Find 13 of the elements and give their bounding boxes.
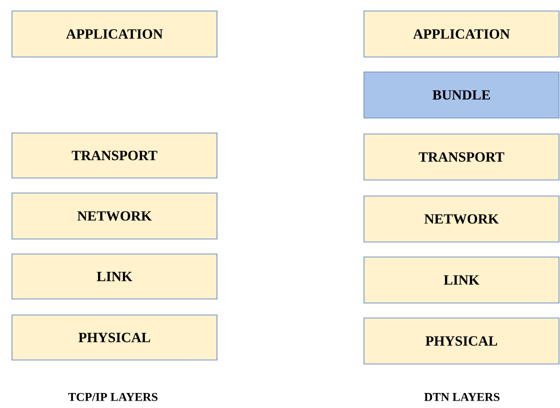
caption: TCP/IP LAYERS [68, 392, 158, 402]
layer-box: LINK [12, 254, 218, 300]
layer-box: PHYSICAL [364, 318, 560, 364]
layer-box: BUNDLE [364, 72, 560, 118]
layer-box: APPLICATION [12, 10, 218, 58]
layer-box: TRANSPORT [12, 132, 218, 178]
layer-box: TRANSPORT [364, 134, 560, 180]
layer-box: NETWORK [364, 196, 560, 242]
layer-box: NETWORK [12, 192, 218, 240]
layer-box: PHYSICAL [12, 314, 218, 360]
layer-box: APPLICATION [364, 10, 560, 58]
caption: DTN LAYERS [424, 392, 500, 402]
layer-box: LINK [364, 256, 560, 304]
